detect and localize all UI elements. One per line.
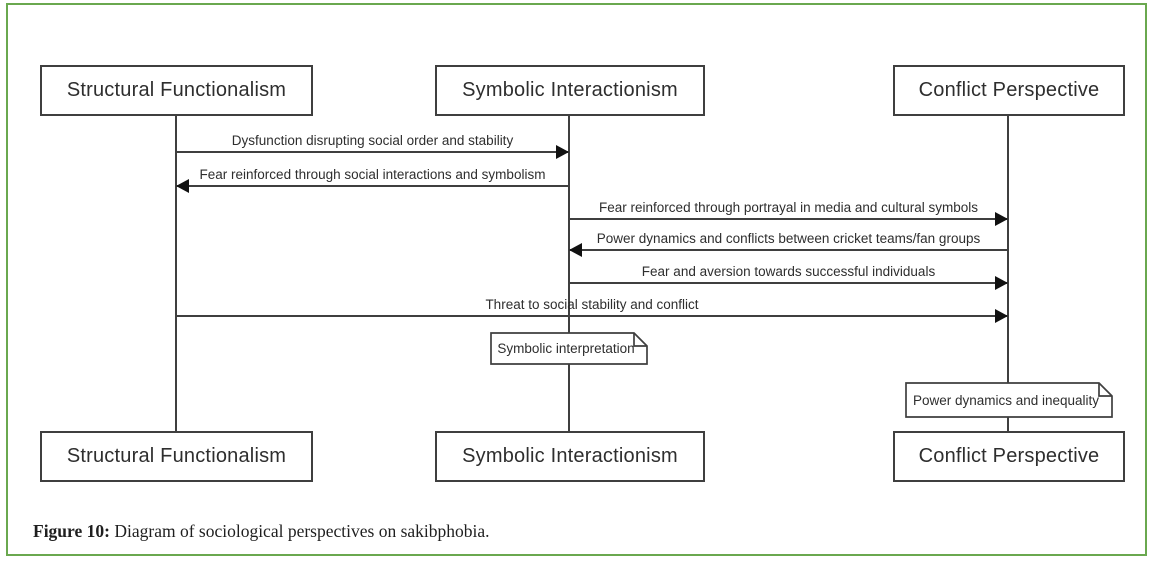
participant-box-conflict-perspective-top: Conflict Perspective [893,65,1125,116]
arrowhead-right-icon [556,145,569,159]
note-label: Power dynamics and inequality [912,392,1100,408]
lifeline-conflict-perspective [1007,116,1009,431]
message-line [176,315,1008,317]
participant-box-structural-functionalism-bottom: Structural Functionalism [40,431,313,482]
message-label: Fear and aversion towards successful ind… [641,264,936,279]
figure-caption-text: Diagram of sociological perspectives on … [109,521,490,541]
message-label: Fear reinforced through social interacti… [199,167,546,182]
participant-label: Conflict Perspective [918,79,1100,101]
message-line [569,249,1008,251]
note-shape-icon [905,382,1113,418]
message-line [176,185,569,187]
note-shape-icon [490,332,648,365]
message-line [569,282,1008,284]
participant-label: Symbolic Interactionism [462,445,678,467]
message-label: Dysfunction disrupting social order and … [231,133,514,148]
arrowhead-right-icon [995,309,1008,323]
message-label: Power dynamics and conflicts between cri… [596,231,981,246]
message-line [569,218,1008,220]
arrowhead-left-icon [176,179,189,193]
note-power-dynamics-inequality: Power dynamics and inequality [905,382,1113,418]
participant-box-symbolic-interactionism-bottom: Symbolic Interactionism [435,431,705,482]
participant-label: Conflict Perspective [918,445,1100,467]
participant-box-conflict-perspective-bottom: Conflict Perspective [893,431,1125,482]
lifeline-symbolic-interactionism [568,116,570,431]
participant-label: Structural Functionalism [66,445,287,467]
arrowhead-right-icon [995,276,1008,290]
message-label: Fear reinforced through portrayal in med… [599,200,978,215]
figure-caption-label: Figure 10: [33,521,110,541]
message-label: Threat to social stability and conflict [485,297,699,312]
participant-box-structural-functionalism-top: Structural Functionalism [40,65,313,116]
message-line [176,151,569,153]
figure-caption: Figure 10: Diagram of sociological persp… [33,521,490,542]
arrowhead-left-icon [569,243,582,257]
lifeline-structural-functionalism [175,116,177,431]
note-label: Symbolic interpretation [497,341,635,356]
arrowhead-right-icon [995,212,1008,226]
note-symbolic-interpretation: Symbolic interpretation [490,332,648,365]
participant-label: Structural Functionalism [66,79,287,101]
figure-border [6,3,1147,556]
participant-box-symbolic-interactionism-top: Symbolic Interactionism [435,65,705,116]
participant-label: Symbolic Interactionism [462,79,678,101]
